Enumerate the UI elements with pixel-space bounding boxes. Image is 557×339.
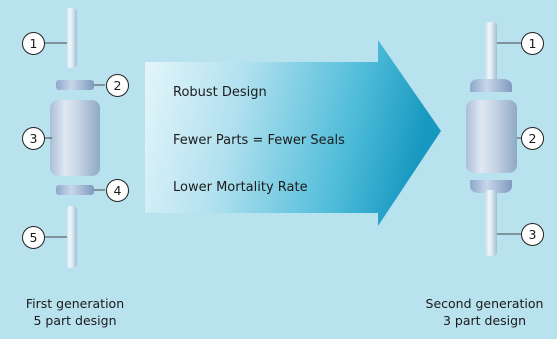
benefit-lower-mortality: Lower Mortality Rate bbox=[173, 180, 308, 195]
gen2-part-3-tube bbox=[485, 190, 497, 256]
part-4-cap bbox=[56, 185, 94, 195]
second-generation-caption: Second generation 3 part design bbox=[412, 295, 557, 329]
callout-5: 5 bbox=[22, 226, 45, 249]
gen2-part-1-flange bbox=[470, 79, 512, 92]
callout-1: 1 bbox=[22, 32, 45, 55]
first-generation-caption: First generation 5 part design bbox=[0, 295, 150, 329]
part-1-tube bbox=[66, 8, 77, 68]
gen2-callout-1: 1 bbox=[521, 32, 544, 55]
first-generation-parts bbox=[44, 8, 105, 268]
first-generation-title: First generation bbox=[25, 296, 125, 311]
second-generation-title: Second generation bbox=[425, 296, 544, 311]
comparison-arrow bbox=[145, 40, 441, 226]
gen2-callout-2: 2 bbox=[521, 127, 544, 150]
callout-4: 4 bbox=[106, 179, 129, 202]
part-2-cap bbox=[56, 80, 94, 90]
gen2-part-3-flange bbox=[470, 180, 512, 193]
first-generation-subtitle: 5 part design bbox=[33, 313, 117, 328]
callout-3: 3 bbox=[22, 127, 45, 150]
second-generation-parts bbox=[466, 22, 521, 256]
gen2-part-2-body bbox=[466, 100, 517, 173]
gen2-callout-3: 3 bbox=[521, 223, 544, 246]
part-3-body bbox=[50, 100, 100, 176]
benefit-robust-design: Robust Design bbox=[173, 85, 267, 100]
benefit-fewer-parts: Fewer Parts = Fewer Seals bbox=[173, 133, 345, 148]
gen2-part-1-tube bbox=[485, 22, 497, 84]
second-generation-subtitle: 3 part design bbox=[442, 313, 526, 328]
part-5-tube bbox=[66, 206, 77, 268]
callout-2: 2 bbox=[106, 74, 129, 97]
